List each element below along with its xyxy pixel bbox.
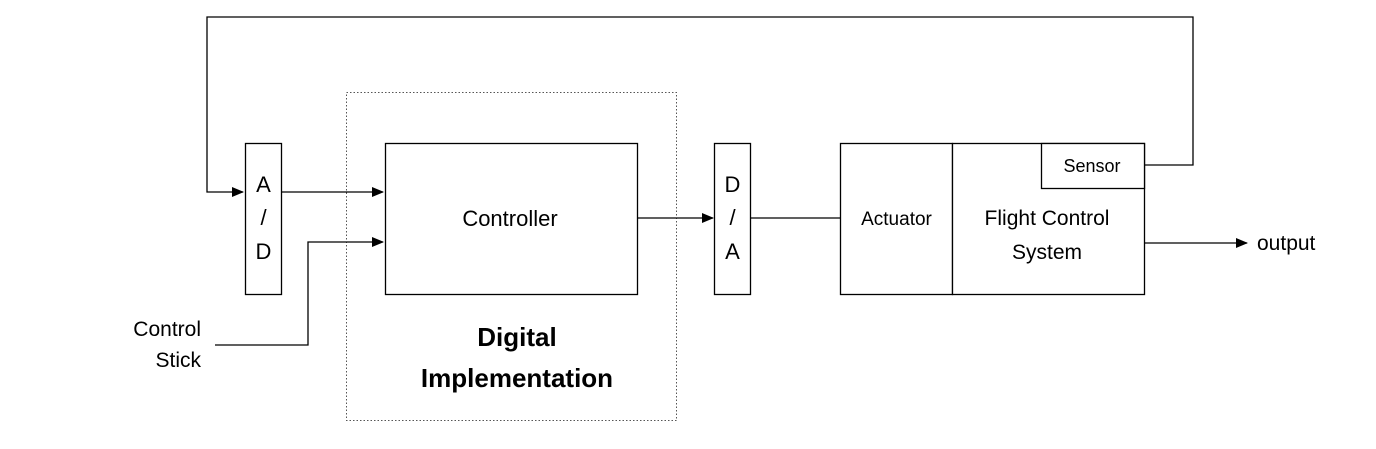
digital-implementation-label-line2: Implementation <box>421 363 613 393</box>
digital-implementation-label-line1: Digital <box>477 322 556 352</box>
control-stick-line <box>215 237 384 346</box>
flight-control-label-line1: Flight Control <box>985 207 1110 230</box>
ad-converter-block <box>244 142 283 296</box>
feedback-line <box>206 16 1194 197</box>
ad-label-line1: A <box>256 172 271 197</box>
da-label-line1: D <box>725 172 741 197</box>
da-label-line2: / <box>729 205 736 230</box>
da-label-line3: A <box>725 239 740 264</box>
sensor-block <box>1040 142 1146 190</box>
sensor-label: Sensor <box>1063 156 1120 176</box>
controller-label: Controller <box>462 206 557 231</box>
actuator-label: Actuator <box>861 209 932 230</box>
ad-label-line2: / <box>260 205 267 230</box>
control-stick-label-line1: Control <box>133 318 201 341</box>
control-stick-label-line2: Stick <box>155 349 201 372</box>
ad-label-line3: D <box>256 239 272 264</box>
da-converter-block <box>713 142 752 296</box>
controller-block <box>384 142 639 296</box>
digital-implementation-region <box>346 92 677 421</box>
output-label: output <box>1257 232 1316 255</box>
flight-control-label-line2: System <box>1012 241 1082 264</box>
